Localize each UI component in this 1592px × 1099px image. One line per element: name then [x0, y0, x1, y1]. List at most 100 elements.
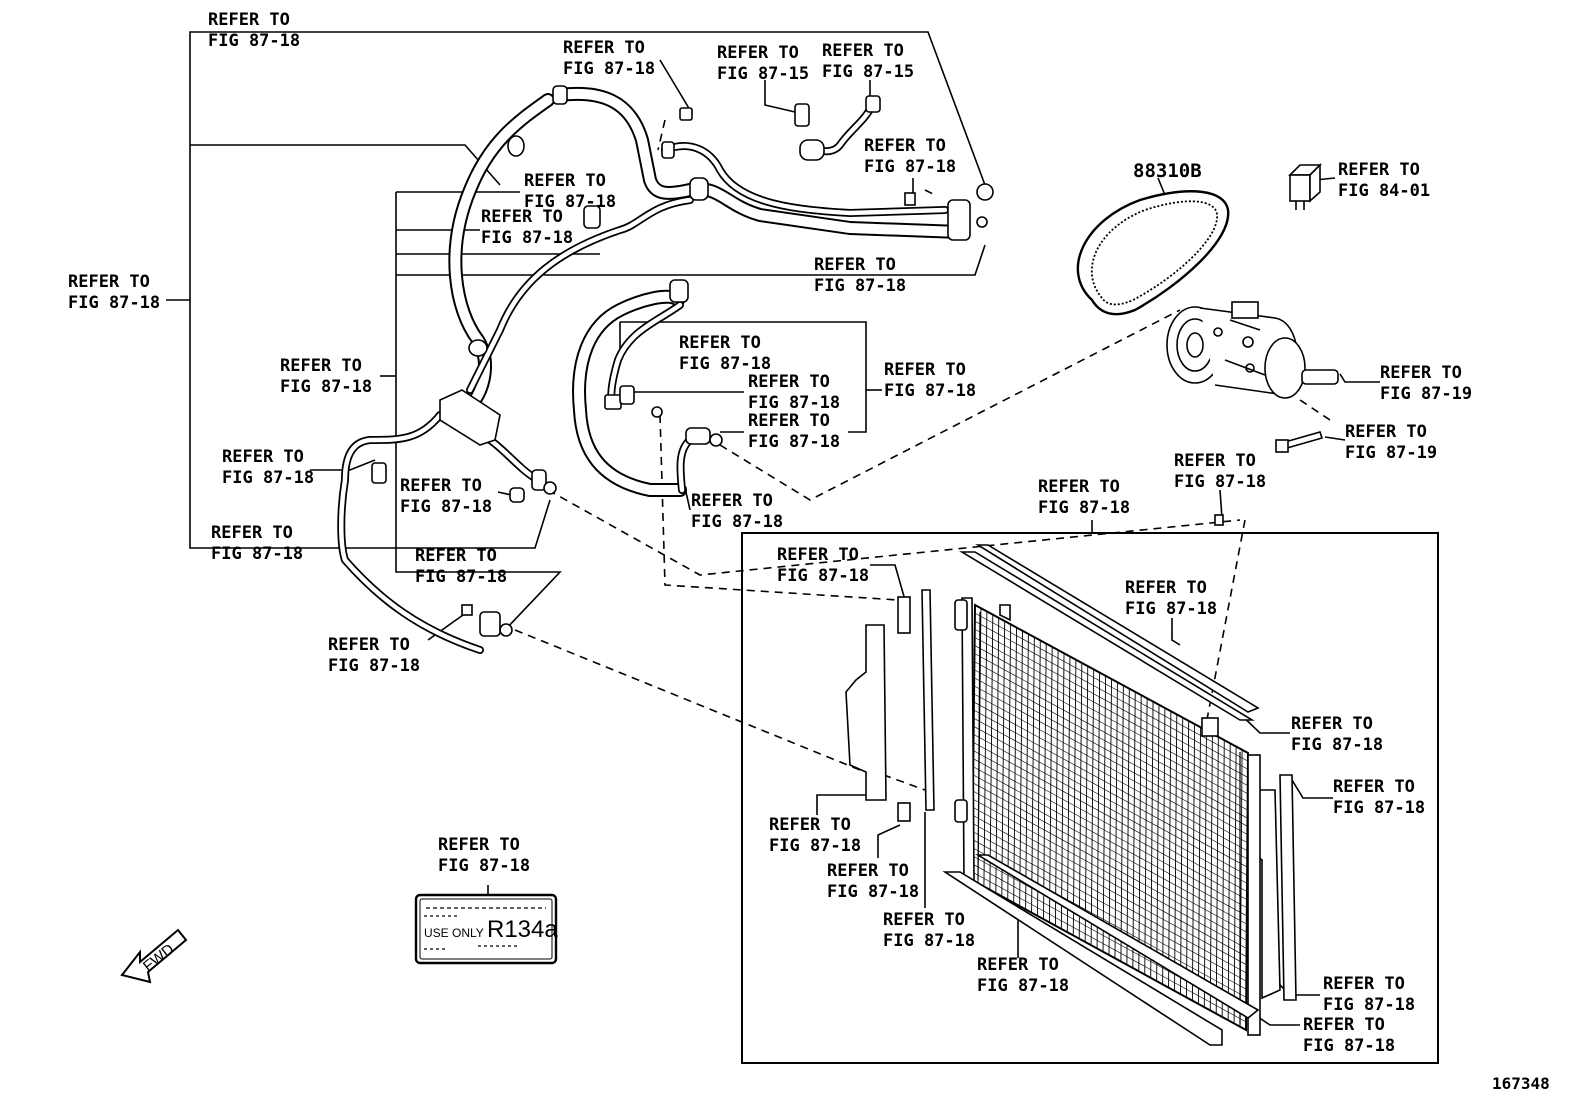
refer-label: REFER TO [211, 523, 293, 543]
valve-cap [794, 103, 810, 127]
illustration-id: 167348 [1492, 1074, 1550, 1093]
condenser-tube [973, 734, 1248, 884]
refer-label: REFER TO [415, 546, 497, 566]
belt-part-number: 88310B [1133, 160, 1202, 182]
relay [1288, 163, 1322, 210]
right-tank [1247, 754, 1261, 1036]
refer-label: REFER TO [864, 136, 946, 156]
refer-fig: FIG 87-18 [1291, 735, 1383, 755]
bolt-left [509, 487, 525, 503]
refer-label: REFER TO [1125, 578, 1207, 598]
refer-label: REFER TO [748, 372, 830, 392]
condenser-tube [974, 669, 1248, 819]
refer-label: REFER TO [884, 360, 966, 380]
condenser-tube [972, 782, 1247, 933]
o-ring-1 [976, 183, 994, 201]
right-side-seal [1279, 774, 1297, 1001]
refer-fig: FIG 87-18 [415, 567, 507, 587]
refer-label: REFER TO [1323, 974, 1405, 994]
refer-fig: FIG 87-18 [524, 192, 616, 212]
compressor-fitting [1301, 369, 1339, 385]
condenser-tube [972, 790, 1247, 941]
refer-label: REFER TO [827, 861, 909, 881]
hose-fitting-top [552, 85, 568, 105]
refer-label: REFER TO [524, 171, 606, 191]
o-ring-2 [976, 216, 988, 228]
refer-label: REFER TO [1345, 422, 1427, 442]
refer-label: REFER TO [1303, 1015, 1385, 1035]
refer-fig: FIG 87-19 [1380, 384, 1472, 404]
condenser-tube [974, 629, 1248, 778]
refer-label: REFER TO [481, 207, 563, 227]
condenser-tube [972, 823, 1247, 974]
refer-label: REFER TO [1380, 363, 1462, 383]
refer-fig: FIG 87-18 [883, 931, 975, 951]
refer-label: REFER TO [328, 635, 410, 655]
condenser-tube [973, 701, 1248, 852]
condenser-tube [972, 839, 1247, 990]
refer-label: REFER TO [679, 333, 761, 353]
condenser-tube [974, 677, 1248, 827]
condenser-tube [973, 750, 1248, 900]
refer-fig: FIG 87-18 [563, 59, 655, 79]
refer-fig: FIG 87-18 [691, 512, 783, 532]
bottom-seal [975, 854, 1260, 1019]
refer-fig: FIG 87-18 [1125, 599, 1217, 619]
refer-fig: FIG 87-18 [827, 882, 919, 902]
o-ring-3 [709, 433, 723, 447]
condenser-tube [972, 831, 1247, 982]
condenser-tube [973, 685, 1248, 835]
refer-label: REFER TO [1038, 477, 1120, 497]
top-seal [975, 544, 1260, 713]
condenser-tube [973, 742, 1248, 892]
refer-fig: FIG 87-18 [977, 976, 1069, 996]
refer-fig: FIG 87-18 [777, 566, 869, 586]
compressor-bolt [1283, 431, 1324, 449]
drive-belt [1076, 190, 1230, 316]
refer-label: REFER TO [400, 476, 482, 496]
condenser-tube [973, 693, 1248, 843]
refer-fig: FIG 87-18 [68, 293, 160, 313]
refer-fig: FIG 87-18 [1303, 1036, 1395, 1056]
left-bracket-seal [845, 624, 887, 801]
refer-fig: FIG 87-18 [222, 468, 314, 488]
dashed-assembly-lines [514, 119, 1331, 791]
refer-label: REFER TO [1338, 160, 1420, 180]
refer-fig: FIG 87-18 [814, 276, 906, 296]
condenser-tube [974, 637, 1248, 786]
fittings [371, 85, 994, 637]
condenser-tube [971, 871, 1247, 1023]
condenser-tube [972, 815, 1247, 966]
refer-fig: FIG 87-18 [438, 856, 530, 876]
refer-label: REFER TO [1291, 714, 1373, 734]
condenser-tube [973, 717, 1248, 868]
small-seal-upper [897, 596, 911, 634]
refer-label: REFER TO [777, 545, 859, 565]
bolt-top [679, 107, 693, 121]
refer-label: REFER TO [691, 491, 773, 511]
refer-fig: FIG 87-18 [211, 544, 303, 564]
left-side-seal [921, 589, 935, 811]
